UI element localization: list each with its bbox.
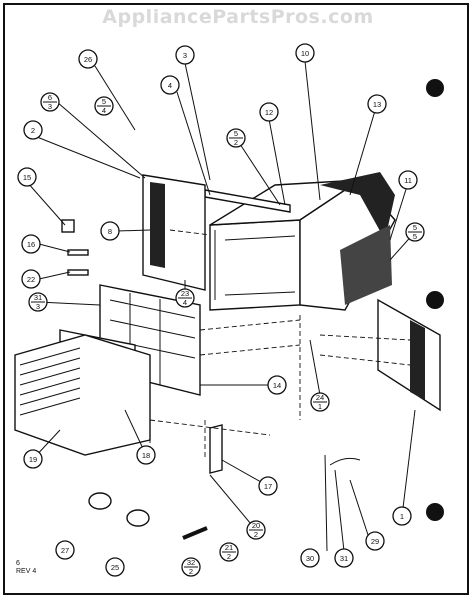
rear-panel xyxy=(142,174,206,291)
svg-text:2: 2 xyxy=(31,126,35,135)
sheet-number: 6 xyxy=(16,560,20,567)
svg-text:22: 22 xyxy=(27,275,35,284)
assembly-lines xyxy=(149,229,411,460)
svg-text:12: 12 xyxy=(265,108,273,117)
svg-text:1: 1 xyxy=(400,512,404,521)
svg-text:4: 4 xyxy=(168,81,172,90)
part-17-bracket xyxy=(209,424,223,474)
callout-13: 13 xyxy=(367,94,387,114)
svg-text:31: 31 xyxy=(34,293,42,302)
svg-text:5: 5 xyxy=(413,223,417,232)
callout-4: 4 xyxy=(160,75,180,95)
callout-5-5: 55 xyxy=(405,222,425,242)
callout-5-4-top: 54 xyxy=(94,96,114,116)
svg-text:32: 32 xyxy=(187,558,195,567)
callout-21-2: 212 xyxy=(219,542,239,562)
svg-text:16: 16 xyxy=(27,240,35,249)
callout-24-1: 241 xyxy=(310,392,330,412)
svg-text:26: 26 xyxy=(84,55,92,64)
svg-text:3: 3 xyxy=(48,102,52,111)
callout-5-2: 52 xyxy=(226,128,246,148)
svg-text:18: 18 xyxy=(142,451,150,460)
svg-text:29: 29 xyxy=(371,537,379,546)
svg-text:8: 8 xyxy=(108,227,112,236)
svg-text:14: 14 xyxy=(273,381,281,390)
callout-12: 12 xyxy=(259,102,279,122)
callout-1: 1 xyxy=(392,506,412,526)
revision-label: REV 4 xyxy=(16,568,37,575)
callout-17: 17 xyxy=(258,476,278,496)
callout-2: 2 xyxy=(23,120,43,140)
callout-22: 22 xyxy=(21,269,41,289)
part-27-knob xyxy=(88,492,112,510)
svg-text:2: 2 xyxy=(254,530,258,539)
callout-16: 16 xyxy=(21,234,41,254)
svg-text:2: 2 xyxy=(227,552,231,561)
svg-text:1: 1 xyxy=(318,402,322,411)
svg-text:21: 21 xyxy=(225,543,233,552)
callout-20-2: 202 xyxy=(246,520,266,540)
hole-punch-middle xyxy=(426,291,444,309)
svg-text:27: 27 xyxy=(61,546,69,555)
callout-27: 27 xyxy=(55,540,75,560)
svg-text:3: 3 xyxy=(183,51,187,60)
svg-text:3: 3 xyxy=(36,302,40,311)
callout-6-3: 63 xyxy=(40,92,60,112)
part-16-strip xyxy=(67,249,89,256)
part-15-bracket xyxy=(61,219,75,233)
svg-text:10: 10 xyxy=(301,49,309,58)
diagram-border xyxy=(3,3,469,595)
svg-text:30: 30 xyxy=(306,554,314,563)
svg-text:4: 4 xyxy=(102,106,106,115)
callout-23-4: 234 xyxy=(175,288,195,308)
sheet-footer: 6 REV 4 xyxy=(16,560,36,576)
callout-26: 26 xyxy=(78,49,98,69)
callout-31: 31 xyxy=(334,548,354,568)
svg-text:5: 5 xyxy=(234,129,238,138)
part-25-knob xyxy=(126,509,150,527)
part-21-pin xyxy=(182,526,208,540)
svg-text:19: 19 xyxy=(29,455,37,464)
svg-text:6: 6 xyxy=(48,93,52,102)
part-31-tube xyxy=(329,457,361,466)
svg-text:11: 11 xyxy=(404,176,412,185)
callout-29: 29 xyxy=(365,531,385,551)
callout-8: 8 xyxy=(100,221,120,241)
svg-text:2: 2 xyxy=(234,138,238,147)
callout-15: 15 xyxy=(17,167,37,187)
callout-11: 11 xyxy=(398,170,418,190)
callout-18: 18 xyxy=(136,445,156,465)
svg-text:5: 5 xyxy=(102,97,106,106)
hole-punch-bottom xyxy=(426,503,444,521)
svg-text:20: 20 xyxy=(252,521,260,530)
callout-25: 25 xyxy=(105,557,125,577)
svg-text:2: 2 xyxy=(189,567,193,576)
callout-32-2: 322 xyxy=(181,557,201,577)
svg-text:17: 17 xyxy=(264,482,272,491)
svg-text:24: 24 xyxy=(316,393,324,402)
hole-punch-top xyxy=(426,79,444,97)
svg-text:31: 31 xyxy=(340,554,348,563)
svg-text:4: 4 xyxy=(183,298,187,307)
svg-text:13: 13 xyxy=(373,100,381,109)
svg-text:5: 5 xyxy=(413,232,417,241)
svg-text:15: 15 xyxy=(23,173,31,182)
svg-text:25: 25 xyxy=(111,563,119,572)
callout-19: 19 xyxy=(23,449,43,469)
svg-text:23: 23 xyxy=(181,289,189,298)
callout-3: 3 xyxy=(175,45,195,65)
callout-14: 14 xyxy=(267,375,287,395)
watermark: AppliancePartsPros.com xyxy=(102,6,374,28)
callout-31-3: 313 xyxy=(28,292,48,312)
cabinet-wrapper xyxy=(209,172,396,311)
callout-10: 10 xyxy=(295,43,315,63)
callout-30: 30 xyxy=(300,548,320,568)
side-curtain-right xyxy=(377,298,441,412)
